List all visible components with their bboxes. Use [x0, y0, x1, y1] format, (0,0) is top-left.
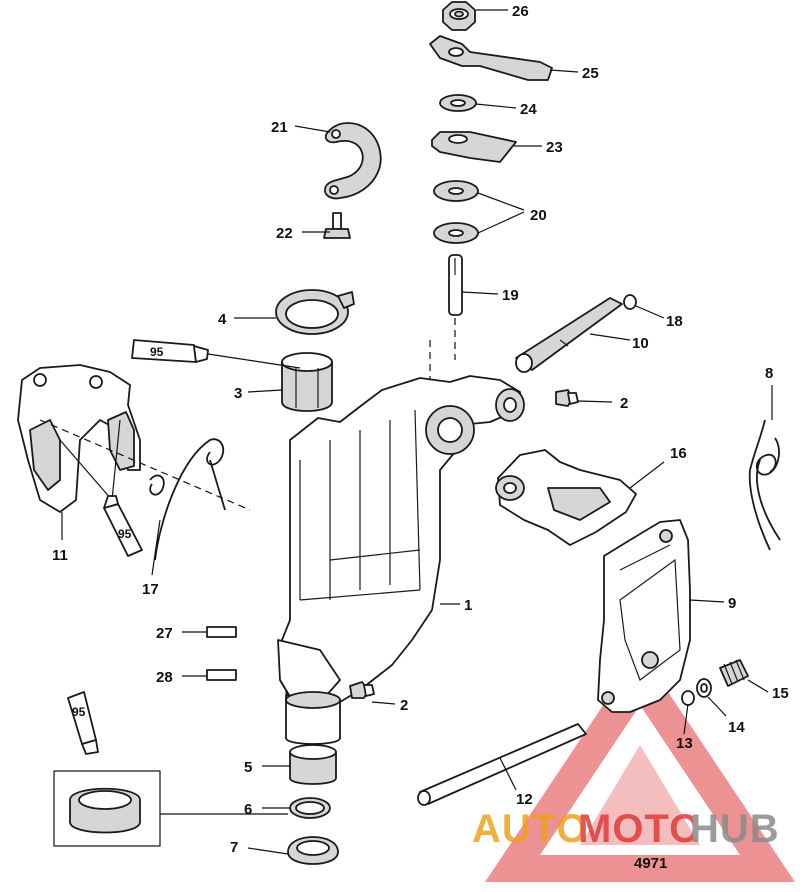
callout-28: 28	[156, 669, 173, 686]
watermark-moto: MOTO	[578, 807, 701, 851]
part-21-clamp	[324, 122, 382, 200]
callout-16: 16	[670, 445, 687, 462]
part-10-shaft	[515, 297, 623, 373]
part-25-lever-plate	[429, 35, 553, 81]
part-7-seal	[287, 836, 339, 865]
callout-25: 25	[582, 65, 599, 82]
watermark-text: AUTO MOTO HUB	[472, 807, 780, 851]
drawing-code: 4971	[634, 855, 667, 872]
callout-10: 10	[632, 335, 649, 352]
part-14-washer	[696, 678, 712, 698]
callout-numbers: 26 25 24 23 21 20 22 19 18 4 10 3 2 8 16…	[52, 3, 789, 856]
callout-4: 4	[218, 311, 227, 328]
part-13-nut	[681, 690, 695, 706]
part-2-grease-fitting-upper	[555, 389, 579, 407]
grease-tube-left: 95	[103, 495, 143, 557]
part-4-ring	[275, 289, 355, 335]
part-24-washer	[439, 94, 477, 112]
part-17-spring	[149, 438, 226, 561]
callout-5: 5	[244, 759, 252, 776]
callout-19: 19	[502, 287, 519, 304]
callout-27: 27	[156, 625, 173, 642]
part-18-ring	[623, 294, 637, 310]
part-2-grease-fitting-lower	[349, 681, 375, 699]
callout-2-upper: 2	[620, 395, 628, 412]
callout-13: 13	[676, 735, 693, 752]
callout-17: 17	[142, 581, 159, 598]
tube-left-label: 95	[118, 527, 132, 541]
callout-15: 15	[772, 685, 789, 702]
watermark-auto: AUTO	[472, 807, 589, 851]
part-19-pin	[448, 254, 463, 316]
callout-18: 18	[666, 313, 683, 330]
callout-11: 11	[52, 547, 68, 564]
part-22-bolt	[323, 212, 351, 239]
callout-20: 20	[530, 207, 547, 224]
callout-23: 23	[546, 139, 563, 156]
tube-bottom-label: 95	[72, 705, 86, 719]
part-16-tilt-arm	[495, 449, 637, 546]
callout-3: 3	[234, 385, 242, 402]
part-26-nut	[442, 1, 476, 31]
callout-24: 24	[520, 101, 537, 118]
tube-top-label: 95	[150, 345, 164, 359]
detail-inset-box	[53, 770, 288, 847]
callout-6: 6	[244, 801, 252, 818]
callout-22: 22	[276, 225, 293, 242]
callout-7: 7	[230, 839, 238, 856]
part-8-spring	[748, 419, 781, 551]
part-23-plate	[431, 131, 517, 163]
callout-2-lower: 2	[400, 697, 408, 714]
callout-8: 8	[765, 365, 773, 382]
callout-21: 21	[271, 119, 288, 136]
part-6-ring	[289, 797, 331, 819]
part-20-washers	[433, 180, 479, 244]
part-11-clamp-bracket	[17, 364, 141, 513]
part-15-spring	[719, 659, 749, 687]
part-28-sleeve	[206, 669, 237, 681]
leader-lines	[61, 9, 773, 855]
part-1-swivel-bracket	[277, 375, 525, 745]
callout-1: 1	[464, 597, 472, 614]
part-9-bracket	[597, 519, 691, 713]
callout-9: 9	[728, 595, 736, 612]
watermark-hub: HUB	[690, 807, 780, 851]
grease-tube-bottom: 95	[67, 691, 99, 755]
part-5-bushing	[289, 744, 337, 785]
callout-14: 14	[728, 719, 745, 736]
part-27-sleeve	[206, 626, 237, 638]
callout-12: 12	[516, 791, 533, 808]
part-3-bushing	[281, 352, 333, 412]
grease-tube-top: 95	[131, 339, 209, 363]
callout-26: 26	[512, 3, 529, 20]
